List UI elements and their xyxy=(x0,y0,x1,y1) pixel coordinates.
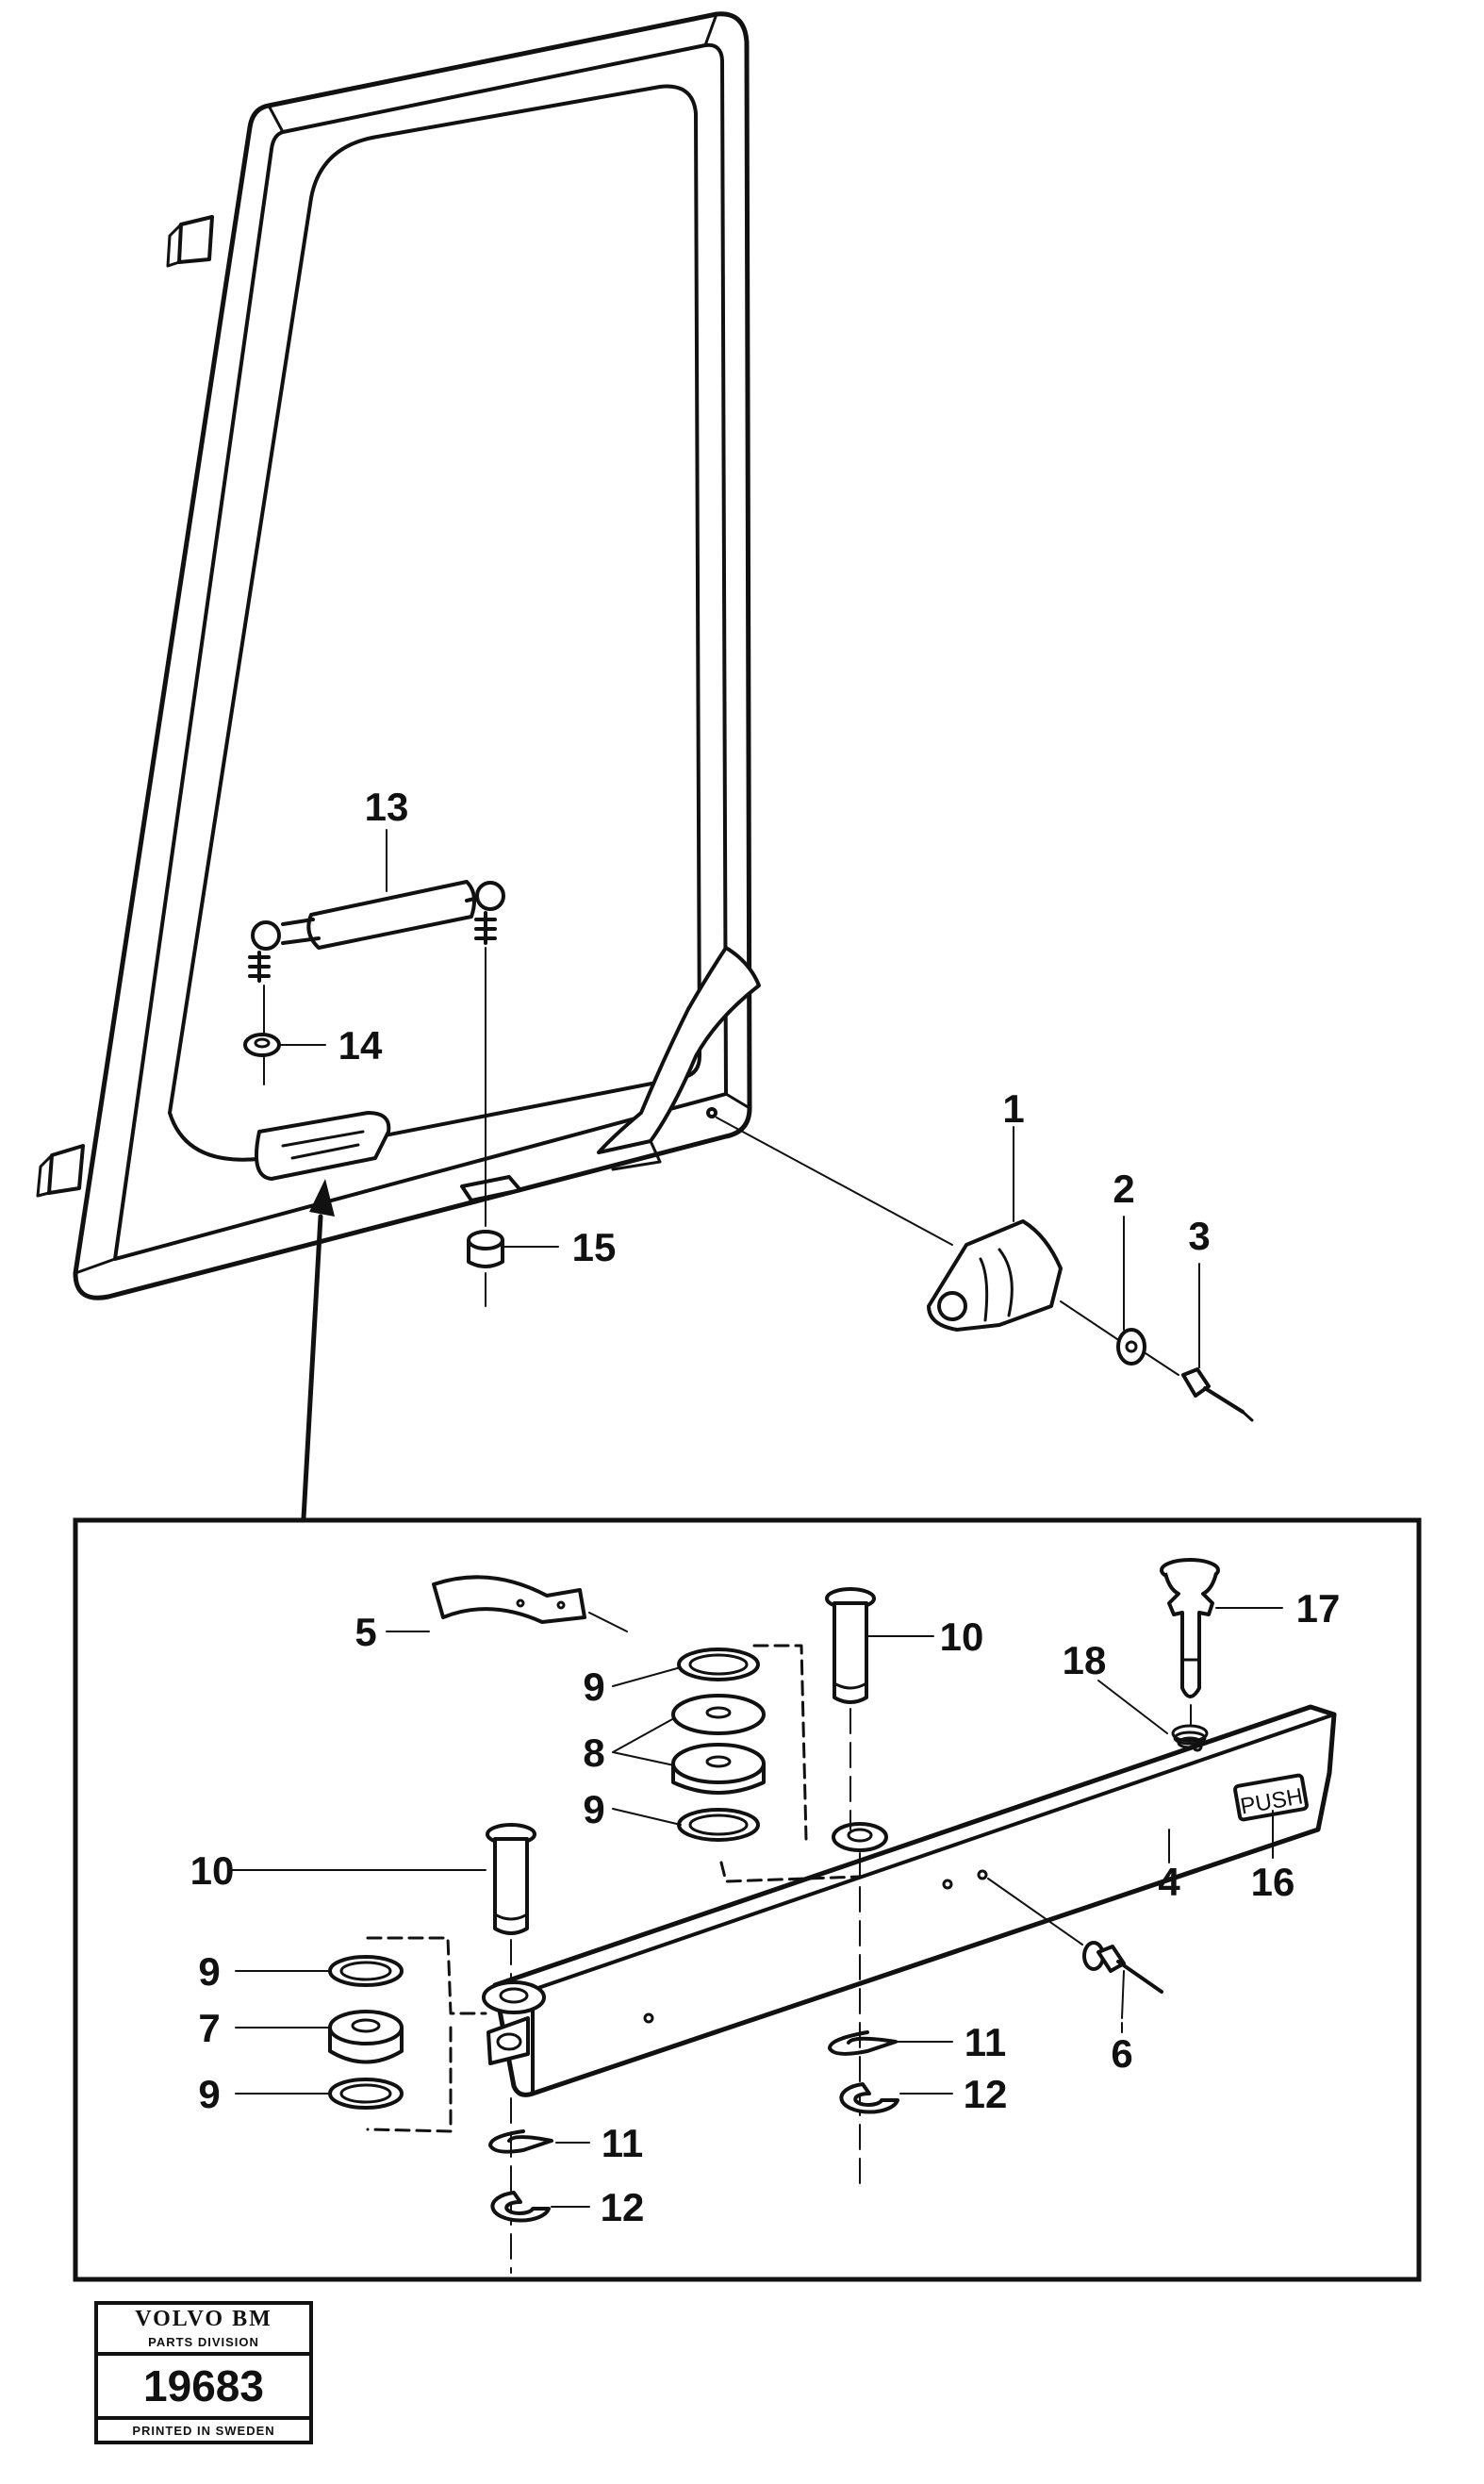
callout-17: 17 xyxy=(1296,1586,1341,1631)
callout-9-c: 9 xyxy=(198,1949,220,1994)
callout-12-b: 12 xyxy=(601,2185,645,2229)
detail-box xyxy=(73,1517,1422,2282)
clips-and-rings xyxy=(488,2030,899,2223)
leader-lines xyxy=(230,829,1283,2208)
callout-13: 13 xyxy=(365,785,409,829)
callout-16: 16 xyxy=(1251,1860,1295,1904)
callout-18: 18 xyxy=(1063,1638,1107,1682)
callout-15: 15 xyxy=(572,1225,617,1269)
stamp-footer: PRINTED IN SWEDEN xyxy=(132,2424,275,2438)
push-button xyxy=(1160,1558,1220,1749)
callout-4: 4 xyxy=(1158,1860,1180,1904)
latch-assembly xyxy=(716,1117,1254,1422)
callout-12-a: 12 xyxy=(964,2072,1008,2116)
callout-11-a: 11 xyxy=(965,2020,1006,2064)
callout-3: 3 xyxy=(1188,1214,1210,1258)
detail-arrow xyxy=(301,1179,335,1521)
callout-1: 1 xyxy=(1002,1086,1024,1131)
window-frame xyxy=(36,11,761,1300)
callout-2: 2 xyxy=(1113,1167,1134,1211)
lever-arm: PUSH xyxy=(482,1704,1337,2097)
callout-14: 14 xyxy=(338,1023,383,1068)
stamp-division: PARTS DIVISION xyxy=(98,2333,309,2356)
callout-8: 8 xyxy=(583,1731,604,1775)
callout-10-a: 10 xyxy=(940,1615,984,1659)
callout-9-b: 9 xyxy=(583,1787,604,1831)
stamp-brand: VOLVO BM xyxy=(135,2307,272,2331)
rivet xyxy=(987,1878,1163,2019)
bracket xyxy=(432,1575,628,1632)
pin-right xyxy=(825,1587,876,2189)
stamp-number: 19683 xyxy=(98,2356,309,2420)
callout-9-d: 9 xyxy=(198,2072,220,2116)
washer-stack-left xyxy=(328,1936,487,2133)
callout-7: 7 xyxy=(198,2006,220,2050)
gas-strut xyxy=(243,880,505,1307)
callout-11-b: 11 xyxy=(602,2121,643,2165)
callout-6: 6 xyxy=(1111,2031,1132,2076)
washer-stack-right xyxy=(671,1644,862,1883)
callout-9-a: 9 xyxy=(583,1664,604,1709)
pin-left xyxy=(486,1823,536,2274)
callout-10-b: 10 xyxy=(190,1848,235,1893)
callout-5: 5 xyxy=(355,1610,376,1654)
parts-stamp: VOLVO BM PARTS DIVISION 19683 PRINTED IN… xyxy=(94,2301,313,2444)
callout-numbers: 1 2 3 4 5 6 7 8 9 9 9 9 10 10 11 11 12 1… xyxy=(190,785,1341,2229)
